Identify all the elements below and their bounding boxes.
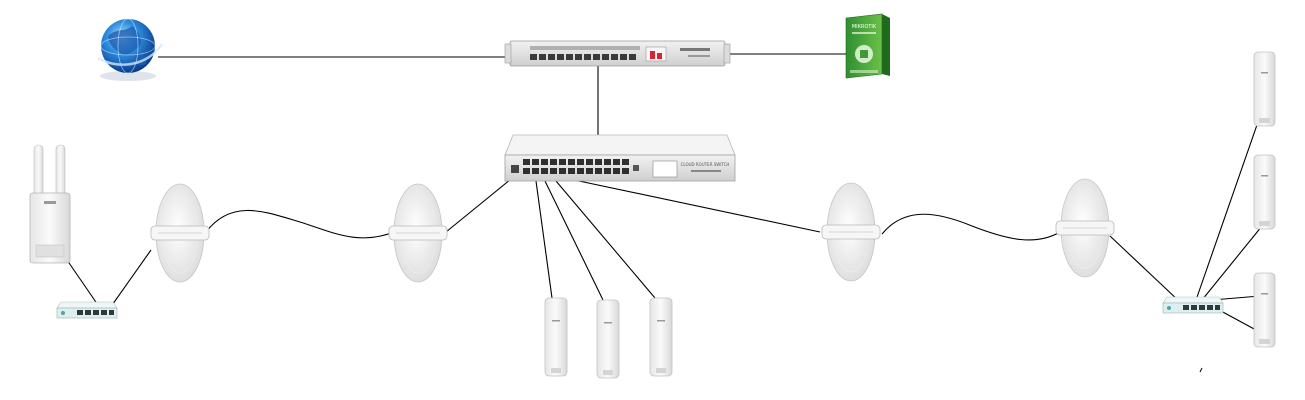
sector-access-point [1253, 154, 1276, 230]
link-switch-sector-3 [555, 180, 656, 299]
wireless-link-right [881, 213, 1061, 241]
links-layer [66, 53, 1263, 331]
software-box: MIKROTIK [845, 13, 890, 79]
hex-small-switch [1162, 296, 1224, 314]
sector-access-point [649, 297, 673, 377]
sector-access-point [596, 299, 620, 379]
link-switch-right-sector-top [1195, 121, 1259, 301]
dish-antenna [388, 183, 448, 283]
sector-access-point [1253, 272, 1276, 348]
link-omnitik-switch-left [66, 259, 101, 309]
wireless-link-left [205, 209, 395, 239]
stray-mark [1199, 367, 1203, 373]
link-switch-sector-2 [544, 180, 604, 301]
sector-access-point [1253, 51, 1276, 127]
link-switch-right-sector-mid [1201, 225, 1263, 301]
link-switch-dish-c [559, 176, 821, 233]
dish-antenna [150, 183, 210, 283]
link-dish-d-switch-right [1109, 235, 1181, 303]
dish-antenna [821, 182, 881, 282]
omnitik-outdoor-ap [29, 144, 71, 264]
switch-brand-text: CLOUD ROUTER SWITCH [681, 162, 730, 167]
sector-access-point [544, 297, 568, 377]
software-box-text: MIKROTIK [852, 24, 877, 30]
cloud-core-router [504, 40, 731, 67]
internet-globe-icon [97, 18, 164, 81]
dish-antenna [1055, 178, 1115, 278]
link-dish-a-switch-left [109, 249, 152, 309]
cloud-router-switch: CLOUD ROUTER SWITCH [504, 134, 736, 182]
hex-small-switch [56, 301, 118, 319]
link-switch-sector-1 [535, 180, 553, 299]
link-switch-dish-b [445, 174, 517, 233]
